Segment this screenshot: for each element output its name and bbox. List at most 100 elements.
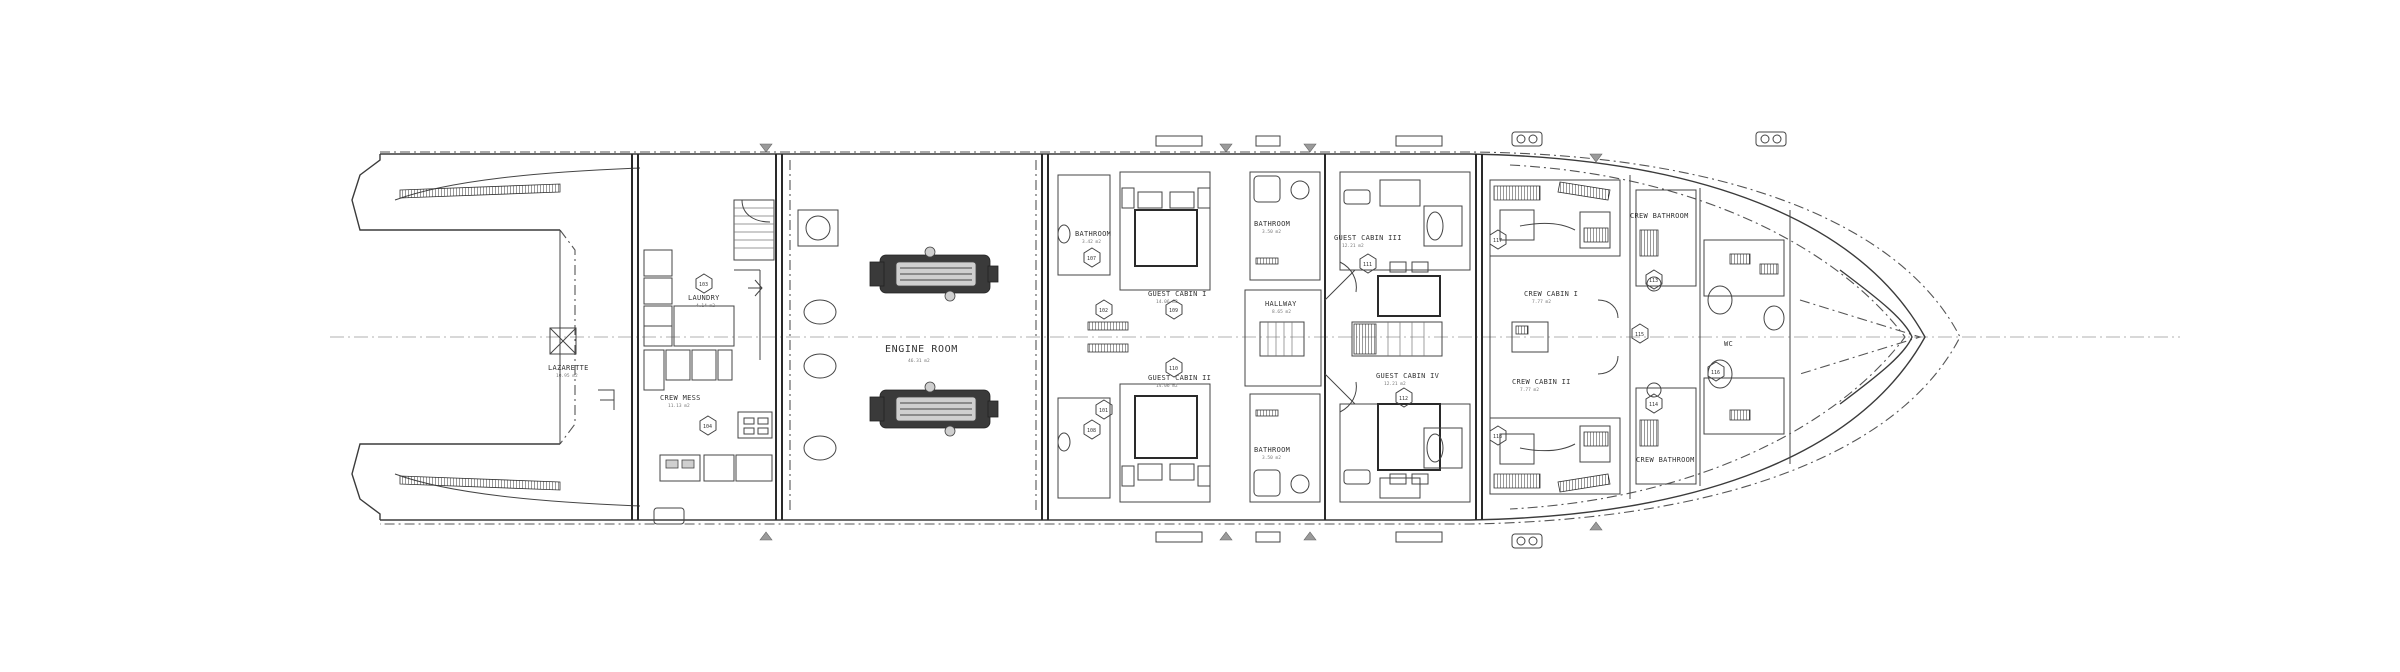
guest-cabin-4	[1339, 403, 1471, 503]
room-label-laundry: LAUNDRY	[688, 294, 720, 302]
room-label-lazarette: LAZARETTE	[548, 364, 589, 372]
laundry-arrow	[748, 279, 763, 297]
sink-top	[1290, 180, 1310, 200]
room-area-crew-mess: 11.13 m2	[668, 403, 690, 409]
section-marker-top-3	[1303, 143, 1317, 153]
crew-mess-fridge	[643, 349, 665, 391]
room-area-bathroom-aft: 3.42 m2	[1082, 239, 1101, 245]
section-marker-bottom-3	[1303, 531, 1317, 541]
deck-hatch-top-3	[1395, 135, 1443, 147]
hex-tag-115: 115	[1631, 323, 1649, 344]
toilet-aft-top	[1057, 224, 1071, 244]
door-arc-bottom	[1339, 381, 1357, 413]
room-label-engine-room: ENGINE ROOM	[885, 344, 958, 355]
hex-tag-110: 110	[1165, 357, 1183, 378]
svg-text:107: 107	[1087, 256, 1096, 262]
crew-mess-sink	[735, 454, 773, 482]
crew-mess-cabinet	[665, 349, 691, 381]
crew-mess-counter	[703, 454, 735, 482]
svg-text:101: 101	[1099, 408, 1108, 414]
svg-text:112: 112	[1399, 396, 1408, 402]
toilet-guest-4	[1426, 433, 1444, 463]
hex-tag-117: 117	[1489, 229, 1507, 250]
svg-text:108: 108	[1087, 428, 1096, 434]
pillow-right-2	[1169, 463, 1195, 481]
crew-mess-table	[737, 411, 773, 439]
room-label-guest-cabin-3: GUEST CABIN III	[1334, 234, 1402, 242]
hallway-stairs	[1244, 289, 1322, 387]
tank-middle	[803, 353, 837, 379]
swim-platform	[351, 154, 560, 520]
svg-text:110: 110	[1169, 366, 1178, 372]
svg-text:103: 103	[699, 282, 708, 288]
hex-tag-103: 103	[695, 273, 713, 294]
winch-top-2	[1755, 131, 1787, 147]
guest-cabin-1	[1119, 171, 1211, 291]
room-area-bathroom-top: 3.50 m2	[1262, 229, 1281, 235]
hex-tag-113: 113	[1645, 269, 1663, 290]
bed-guest-cabin-1	[1134, 209, 1198, 267]
crew-hatch-bottom	[653, 507, 685, 525]
crew-hatch-round	[797, 209, 839, 247]
room-label-guest-cabin-2: GUEST CABIN II	[1148, 374, 1211, 382]
deck-hatch-top-1	[1155, 135, 1203, 147]
shower-bottom	[1253, 469, 1281, 497]
room-label-hallway: HALLWAY	[1265, 300, 1297, 308]
svg-text:117: 117	[1493, 238, 1502, 244]
engine-port	[869, 381, 999, 437]
deck-hatch-bottom-1	[1155, 531, 1203, 543]
bathroom-mid-bottom	[1249, 393, 1321, 503]
section-marker-top-2	[1219, 143, 1233, 153]
crew-lobby	[1511, 321, 1549, 353]
winch-top-1	[1511, 131, 1543, 147]
bathroom-mid-top	[1249, 171, 1321, 281]
room-label-bathroom-aft: BATHROOM	[1075, 230, 1111, 238]
sink-bottom	[1290, 474, 1310, 494]
room-label-bathroom-bottom: BATHROOM	[1254, 446, 1290, 454]
hex-tag-108: 108	[1083, 419, 1101, 440]
hallway-diag-walls	[1324, 269, 1356, 405]
section-marker-bottom-4	[1589, 521, 1603, 531]
room-area-guest-cabin-4: 12.21 m2	[1384, 381, 1406, 387]
room-area-lazarette: 10.95 m2	[556, 373, 578, 379]
hex-tag-104: 104	[699, 415, 717, 436]
hex-tag-118: 118	[1489, 425, 1507, 446]
room-label-crew-bathroom-2: CREW BATHROOM	[1636, 456, 1695, 464]
crew-bathroom-1	[1635, 189, 1697, 292]
room-label-guest-cabin-1: GUEST CABIN I	[1148, 290, 1207, 298]
pillow-right	[1169, 191, 1195, 209]
guest-cabin-aft-storage-bottom	[1057, 397, 1111, 499]
shower-top	[1253, 175, 1281, 203]
room-label-bathroom-top: BATHROOM	[1254, 220, 1290, 228]
svg-text:114: 114	[1649, 402, 1658, 408]
hull-outer-dashed	[380, 151, 1961, 525]
hex-tag-101: 101	[1095, 399, 1113, 420]
tank-top	[803, 299, 837, 325]
deck-hatch-top-2	[1255, 135, 1281, 147]
crew-bathroom-2	[1635, 382, 1697, 485]
pillow-left	[1137, 191, 1163, 209]
svg-text:118: 118	[1493, 434, 1502, 440]
bow-dashed	[1799, 299, 1922, 375]
room-label-crew-bathroom-1: CREW BATHROOM	[1630, 212, 1689, 220]
engine-starboard	[869, 246, 999, 302]
bed-guest-cabin-2	[1134, 395, 1198, 459]
room-area-laundry: 4.14 m2	[696, 303, 715, 309]
room-area-guest-cabin-2: 14.06 m2	[1156, 383, 1178, 389]
crew-cabin-2	[1489, 417, 1621, 495]
crew-door-arrow	[598, 389, 615, 410]
section-marker-top-1	[759, 143, 773, 153]
hex-tag-111: 111	[1359, 253, 1377, 274]
guest-corridor-hatch-top	[1087, 321, 1129, 331]
room-label-crew-cabin-1: CREW CABIN I	[1524, 290, 1578, 298]
room-area-bathroom-bottom: 3.50 m2	[1262, 455, 1281, 461]
laundry-washer	[643, 249, 673, 277]
stern-fender-top	[399, 183, 561, 199]
toilet-guest-3	[1426, 211, 1444, 241]
svg-text:102: 102	[1099, 308, 1108, 314]
room-area-crew-cabin-1: 7.77 m2	[1532, 299, 1551, 305]
room-label-guest-cabin-4: GUEST CABIN IV	[1376, 372, 1440, 380]
forward-storage	[1703, 239, 1785, 435]
